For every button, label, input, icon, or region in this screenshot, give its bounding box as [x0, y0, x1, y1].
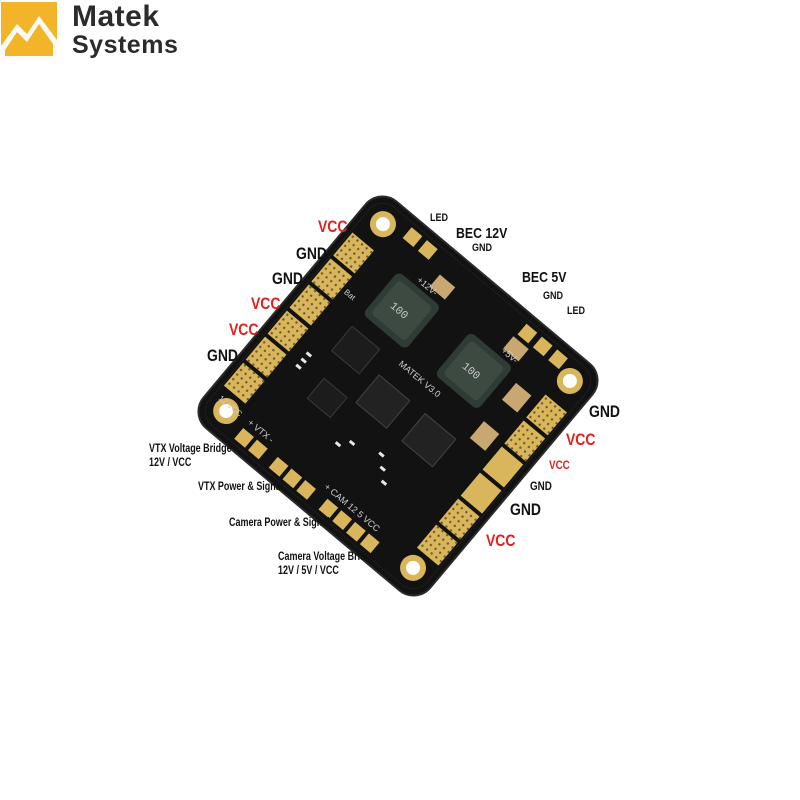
pad-row-left: [223, 232, 374, 404]
signal-pads: [234, 427, 380, 554]
label-vcc-right-2: VCC: [549, 458, 570, 472]
label-vcc-left-3: VCC: [229, 320, 259, 339]
inductor-icon: [364, 273, 511, 408]
chip-icon: [306, 325, 457, 468]
label-vcc-right-1: VCC: [566, 430, 596, 449]
label-gnd-right-3: GND: [510, 500, 541, 519]
label-vcc-left-1: VCC: [318, 217, 348, 236]
mounting-hole-icon: [213, 211, 583, 581]
label-bec-12v-gnd: GND: [472, 242, 493, 254]
capacitor-icon: [429, 274, 532, 451]
label-bec-5v: BEC 5V: [522, 269, 567, 286]
label-gnd-right-1: GND: [589, 402, 620, 421]
matek-logo: Matek Systems: [0, 0, 210, 64]
mountain-logo-icon: [1, 2, 57, 60]
logo-line-2: Systems: [72, 31, 179, 59]
label-gnd-left-2: GND: [272, 269, 303, 288]
label-gnd-left-1: GND: [296, 244, 327, 263]
label-vcc-left-2: VCC: [251, 294, 281, 313]
label-bec-5v-gnd: GND: [543, 290, 564, 302]
label-gnd-left-3: GND: [207, 346, 238, 365]
desc-camera-voltage-bridge: Camera Voltage Bridge 12V / 5V / VCC: [278, 551, 377, 577]
label-led-right: LED: [567, 305, 586, 317]
label-vcc-right-3: VCC: [486, 531, 516, 550]
label-bec-12v: BEC 12V: [456, 225, 508, 242]
label-led-top: LED: [430, 212, 449, 224]
logo-line-1: Matek: [72, 0, 160, 33]
bec-pads: [402, 227, 568, 370]
label-gnd-right-2: GND: [530, 479, 552, 493]
desc-vtx-voltage-bridge: VTX Voltage Bridge 12V / VCC: [149, 443, 232, 469]
desc-vtx-power-signal: VTX Power & Signal: [198, 481, 284, 493]
desc-camera-power-signal: Camera Power & Signal: [229, 517, 330, 529]
pad-row-right: [416, 394, 567, 566]
